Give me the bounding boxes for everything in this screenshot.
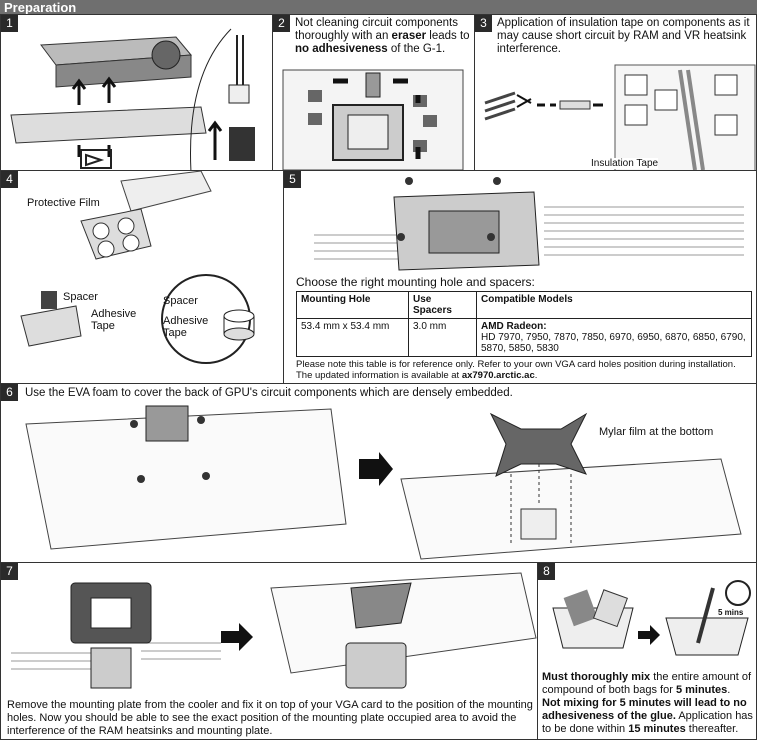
spacer-illustration	[20, 171, 255, 364]
step-8-text: Must thoroughly mix the entire amount of…	[542, 671, 753, 735]
step-number: 3	[475, 15, 492, 32]
adhesive-tape-label: Adhesive Tape	[91, 308, 137, 332]
spacer-label-detail: Spacer	[163, 295, 198, 307]
step-5-heading: Choose the right mounting hole and space…	[296, 275, 535, 289]
step-6-text: Use the EVA foam to cover the back of GP…	[25, 387, 513, 400]
step-3-panel: 3 Application of insulation tape on comp…	[474, 14, 757, 171]
step-8-panel: 8 5 mins Must thoroughly mix the entire …	[537, 562, 757, 740]
section-header: Preparation	[0, 0, 757, 15]
cooler-removal-illustration	[10, 28, 255, 170]
mylar-film-label: Mylar film at the bottom	[599, 426, 714, 438]
column-header: Mounting Hole	[296, 291, 409, 319]
cell-spacers: 3.0 mm	[408, 318, 477, 357]
step-number: 5	[284, 171, 301, 188]
timer-label: 5 mins	[718, 608, 744, 617]
timer-icon	[725, 580, 751, 606]
column-header: Use Spacers	[408, 291, 477, 319]
step-7-text: Remove the mounting plate from the coole…	[7, 699, 533, 737]
step-7-panel: 7 Remove the mounting plate from the coo…	[0, 562, 538, 740]
info-link[interactable]: ax7970.arctic.ac	[461, 370, 535, 381]
cell-mounting-hole: 53.4 mm x 53.4 mm	[296, 318, 409, 357]
step-4-panel: 4 Protective Film Spacer Adhesive Tape S…	[0, 170, 284, 384]
glue-mixing-illustration	[552, 580, 751, 656]
cell-models: AMD Radeon:HD 7970, 7950, 7870, 7850, 69…	[476, 318, 752, 357]
eva-foam-illustration	[25, 405, 742, 560]
cooler-mounting-illustration	[314, 177, 744, 271]
column-header: Compatible Models	[476, 291, 752, 319]
adhesive-tape-label-detail: Adhesive Tape	[163, 315, 209, 339]
step-number: 1	[1, 15, 18, 32]
step-1-panel: 1	[0, 14, 273, 171]
mounting-info: Choose the right mounting hole and space…	[296, 275, 752, 381]
step-2-panel: 2 Not cleaning circuit components thorou…	[272, 14, 475, 171]
insulation-tape-illustration	[484, 64, 756, 170]
step-number: 6	[1, 384, 18, 401]
step-number: 7	[1, 563, 18, 580]
insulation-tape-label: Insulation Tape	[591, 158, 659, 169]
protective-film-label: Protective Film	[27, 197, 100, 209]
step-5-panel: 5 Choose the right mounting hole and spa…	[283, 170, 757, 384]
spacer-label: Spacer	[63, 291, 98, 303]
table-note: Please note this table is for reference …	[296, 359, 736, 381]
eraser-cleaning-illustration	[282, 69, 464, 170]
step-number: 2	[273, 15, 290, 32]
step-number: 8	[538, 563, 555, 580]
step-6-panel: 6 Use the EVA foam to cover the back of …	[0, 383, 757, 563]
step-number: 4	[1, 171, 18, 188]
step-2-text: Not cleaning circuit components thorough…	[295, 17, 473, 56]
step-3-text: Application of insulation tape on compon…	[497, 17, 755, 56]
mounting-plate-illustration	[11, 572, 537, 689]
